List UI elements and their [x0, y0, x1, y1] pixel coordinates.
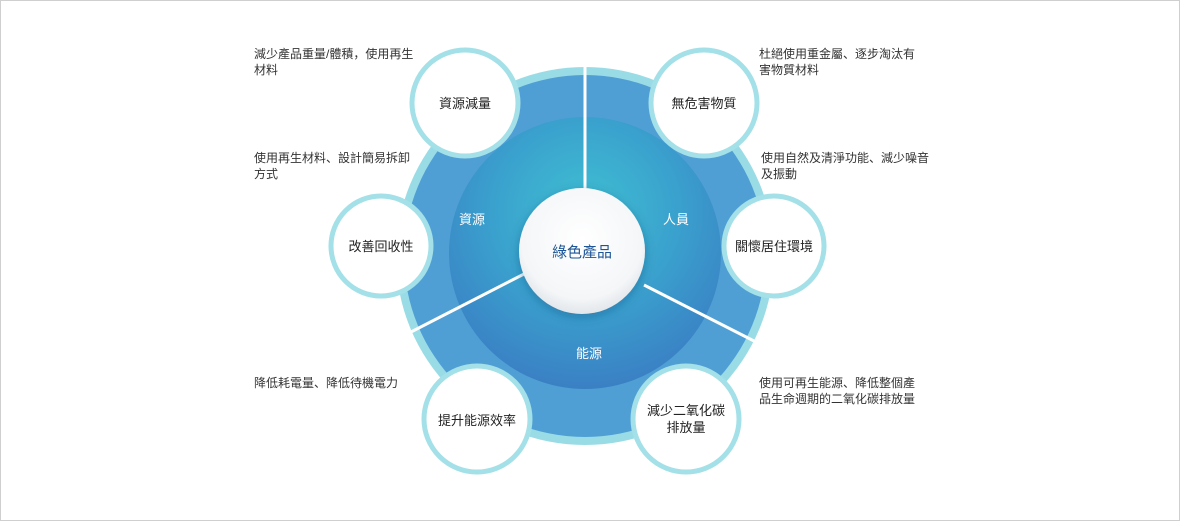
center-label: 綠色產品: [552, 244, 612, 261]
node-label-energy-efficiency: 提升能源效率: [438, 413, 516, 428]
divider-right: [643, 283, 757, 344]
node-label-living-environment: 關懷居住環境: [735, 239, 813, 254]
node-living-environment: 關懷居住環境: [721, 193, 827, 299]
sector-label-energy: 能源: [576, 346, 602, 361]
description-energy-efficiency: 降低耗電量、降低待機電力: [254, 376, 399, 390]
node-no-hazardous: 無危害物質: [648, 47, 760, 159]
sector-label-resources: 資源: [459, 212, 485, 227]
node-energy-efficiency: 提升能源效率: [421, 363, 533, 475]
node-label-reduce-co2-line2: 排放量: [666, 420, 705, 435]
description-recyclability: 使用再生材料、設計簡易拆卸方式: [254, 151, 411, 181]
description-reduce-co2: 使用可再生能源、降低整個產品生命週期的二氧化碳排放量: [759, 376, 916, 406]
description-no-hazardous: 杜絕使用重金屬、逐步淘汰有害物質材料: [759, 47, 916, 77]
node-recyclability: 改善回收性: [328, 193, 434, 299]
node-label-recyclability: 改善回收性: [348, 239, 413, 254]
node-label-reduce-resources: 資源減量: [439, 96, 491, 111]
node-reduce-resources: 資源減量: [409, 47, 521, 159]
node-label-no-hazardous: 無危害物質: [671, 96, 736, 111]
sector-label-people: 人員: [663, 212, 689, 227]
center-circle: [519, 188, 645, 314]
description-living-environment: 使用自然及清淨功能、減少噪音及振動: [761, 151, 930, 181]
description-reduce-resources: 減少產品重量/體積，使用再生材料: [254, 47, 414, 77]
node-label-reduce-co2-line1: 減少二氧化碳: [647, 403, 725, 418]
node-reduce-co2: 減少二氧化碳 排放量: [630, 363, 742, 475]
divider-left: [408, 271, 527, 335]
